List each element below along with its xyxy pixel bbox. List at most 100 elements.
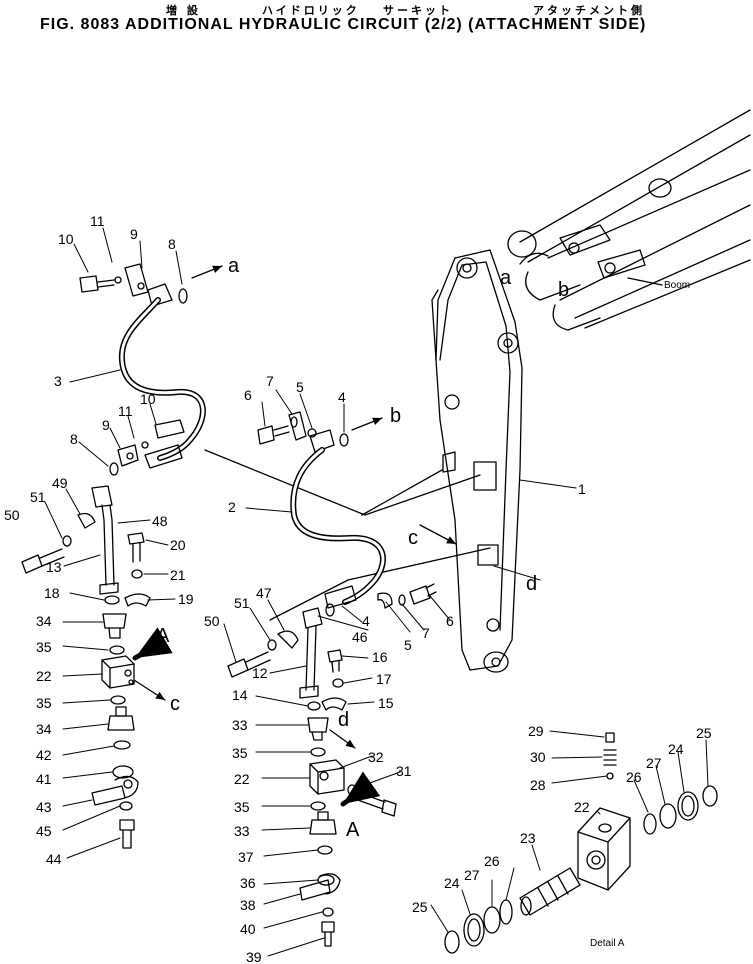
boom-leader: [627, 277, 663, 286]
callout-letter-b2: b: [558, 279, 569, 301]
callout-35d: 35: [234, 799, 250, 815]
callout-letter-a2: a: [500, 267, 512, 289]
callout-9b: 9: [102, 417, 110, 433]
arrow-a-left: [191, 265, 223, 279]
callout-24b: 24: [668, 741, 684, 757]
pipe-line-c: [204, 449, 481, 516]
callout-26b: 26: [626, 769, 642, 785]
callout-34b: 34: [36, 721, 52, 737]
callout-50a: 50: [4, 507, 20, 523]
header-jp-attachment: アタッチメント側: [533, 4, 645, 17]
callout-letter-c1: c: [408, 527, 418, 549]
arrow-b-left: [351, 417, 383, 431]
callout-27a: 27: [464, 867, 480, 883]
callout-35a: 35: [36, 639, 52, 655]
callout-11b: 11: [118, 403, 133, 419]
callout-letter-b1: b: [390, 405, 401, 427]
callout-17: 17: [376, 671, 392, 687]
callout-12: 12: [252, 665, 268, 681]
callout-33b: 33: [234, 823, 250, 839]
middle-circuit: [227, 411, 437, 947]
header-jp-circuit: サーキット: [383, 4, 453, 17]
arrow-c-arm: [419, 524, 457, 545]
callout-28: 28: [530, 777, 546, 793]
callout-21: 21: [170, 567, 186, 583]
arrow-A-middle: [340, 771, 381, 807]
callout-45: 45: [36, 823, 52, 839]
callout-23: 23: [520, 830, 536, 846]
arrow-c-left: [133, 679, 166, 701]
callout-8b: 8: [70, 431, 78, 447]
callout-9a: 9: [130, 226, 138, 242]
callout-22c: 22: [574, 799, 590, 815]
callout-22a: 22: [36, 668, 52, 684]
callout-40: 40: [240, 921, 256, 937]
callout-29: 29: [528, 723, 544, 739]
callout-1: 1: [578, 481, 586, 497]
header-jp-hydraulic: ハイドロリック: [262, 4, 360, 17]
callout-38: 38: [240, 897, 256, 913]
callout-20: 20: [170, 537, 186, 553]
callout-5a: 5: [296, 379, 304, 395]
callout-30: 30: [530, 749, 546, 765]
callout-5b: 5: [404, 637, 412, 653]
leader-lines: [44, 227, 709, 957]
callout-10a: 10: [58, 231, 74, 247]
callout-34a: 34: [36, 613, 52, 629]
callout-50b: 50: [204, 613, 220, 629]
callout-35b: 35: [36, 695, 52, 711]
callout-32: 32: [368, 749, 384, 765]
callout-39: 39: [246, 949, 262, 964]
callout-43: 43: [36, 799, 52, 815]
callout-33a: 33: [232, 717, 248, 733]
callout-6a: 6: [244, 387, 252, 403]
callout-25a: 25: [412, 899, 428, 915]
callout-42: 42: [36, 747, 52, 763]
callout-48: 48: [152, 513, 168, 529]
callout-41: 41: [36, 771, 52, 787]
callout-2: 2: [228, 499, 236, 515]
callout-51b: 51: [234, 595, 250, 611]
detail-a-drawing: [444, 732, 718, 954]
boom-label: Boom: [664, 280, 690, 291]
callout-letter-a1: a: [228, 255, 240, 277]
callout-7a: 7: [266, 373, 274, 389]
callout-24a: 24: [444, 875, 460, 891]
callout-letter-d2: d: [338, 709, 349, 731]
callout-46: 46: [352, 629, 368, 645]
callout-27b: 27: [646, 755, 662, 771]
callout-letter-d1: d: [526, 573, 537, 595]
callout-22b: 22: [234, 771, 250, 787]
pipe-line-d: [269, 547, 491, 621]
callout-44: 44: [46, 851, 62, 867]
callout-35c: 35: [232, 745, 248, 761]
callout-4b: 4: [362, 613, 370, 629]
callout-labels: 10 11 9 8 a 3 9 11 10 8 49 51 50 48 13 2…: [4, 213, 712, 964]
callout-36: 36: [240, 875, 256, 891]
callout-8a: 8: [168, 236, 176, 252]
callout-14: 14: [232, 687, 248, 703]
boom-drawing: [507, 109, 751, 331]
figure-title: FIG. 8083 ADDITIONAL HYDRAULIC CIRCUIT (…: [40, 16, 647, 33]
callout-51a: 51: [30, 489, 46, 505]
detail-a-label: Detail A: [590, 938, 625, 949]
callout-31: 31: [396, 763, 412, 779]
callout-47: 47: [256, 585, 272, 601]
callout-16: 16: [372, 649, 388, 665]
arrow-A-left: [132, 627, 173, 661]
header-jp-additional: 増 設: [166, 4, 201, 17]
callout-18: 18: [44, 585, 60, 601]
callout-11a: 11: [90, 213, 105, 229]
callout-37: 37: [238, 849, 254, 865]
callout-letter-A1: A: [156, 625, 170, 647]
callout-15: 15: [378, 695, 394, 711]
callout-25b: 25: [696, 725, 712, 741]
callout-letter-c2: c: [170, 693, 180, 715]
arm-drawing: [431, 249, 523, 673]
callout-26a: 26: [484, 853, 500, 869]
callout-6b: 6: [446, 613, 454, 629]
callout-13: 13: [46, 559, 62, 575]
arrow-d-middle: [329, 729, 356, 749]
callout-4a: 4: [338, 389, 346, 405]
